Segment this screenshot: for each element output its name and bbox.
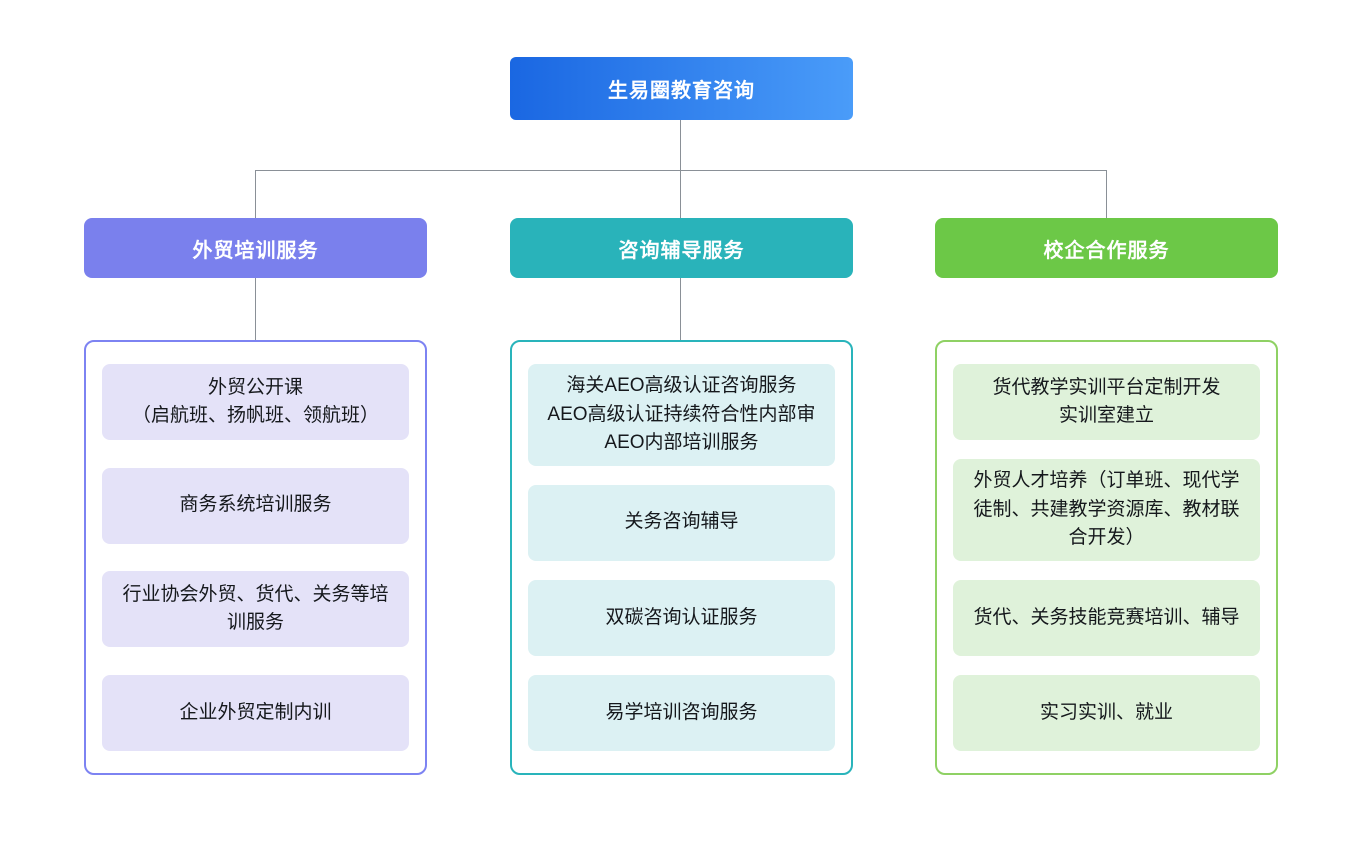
branch-header-school-enterprise-cooperation: 校企合作服务 (935, 218, 1278, 278)
connector-right-drop (1106, 170, 1107, 218)
service-item: 易学培训咨询服务 (528, 674, 835, 751)
service-item: 企业外贸定制内训 (102, 674, 409, 751)
connector-left-drop (255, 170, 256, 218)
branch-header-consulting-coaching: 咨询辅导服务 (510, 218, 853, 278)
service-item: 海关AEO高级认证咨询服务 AEO高级认证持续符合性内部审 AEO内部培训服务 (528, 364, 835, 466)
branch-panel-consulting-coaching: 海关AEO高级认证咨询服务 AEO高级认证持续符合性内部审 AEO内部培训服务 … (510, 340, 853, 775)
service-item: 货代、关务技能竞赛培训、辅导 (953, 579, 1260, 656)
connector-left-header-to-panel (255, 278, 256, 340)
branch-panel-foreign-trade-training: 外贸公开课 （启航班、扬帆班、领航班） 商务系统培训服务 行业协会外贸、货代、关… (84, 340, 427, 775)
service-item: 外贸公开课 （启航班、扬帆班、领航班） (102, 364, 409, 440)
service-item: 行业协会外贸、货代、关务等培训服务 (102, 571, 409, 648)
service-item: 实习实训、就业 (953, 674, 1260, 751)
service-item: 外贸人才培养（订单班、现代学徒制、共建教学资源库、教材联合开发） (953, 459, 1260, 561)
service-item: 货代教学实训平台定制开发 实训室建立 (953, 364, 1260, 440)
root-node: 生易圈教育咨询 (510, 57, 853, 120)
service-item: 商务系统培训服务 (102, 467, 409, 544)
connector-middle-header-to-panel (680, 278, 681, 340)
connector-middle-drop (680, 170, 681, 218)
branch-consulting-coaching: 咨询辅导服务 海关AEO高级认证咨询服务 AEO高级认证持续符合性内部审 AEO… (510, 218, 853, 775)
service-item: 双碳咨询认证服务 (528, 579, 835, 656)
branch-header-foreign-trade-training: 外贸培训服务 (84, 218, 427, 278)
connector-root-drop (680, 120, 681, 170)
branch-foreign-trade-training: 外贸培训服务 外贸公开课 （启航班、扬帆班、领航班） 商务系统培训服务 行业协会… (84, 218, 427, 775)
branch-panel-school-enterprise-cooperation: 货代教学实训平台定制开发 实训室建立 外贸人才培养（订单班、现代学徒制、共建教学… (935, 340, 1278, 775)
service-item: 关务咨询辅导 (528, 484, 835, 561)
branch-school-enterprise-cooperation: 校企合作服务 货代教学实训平台定制开发 实训室建立 外贸人才培养（订单班、现代学… (935, 218, 1278, 775)
